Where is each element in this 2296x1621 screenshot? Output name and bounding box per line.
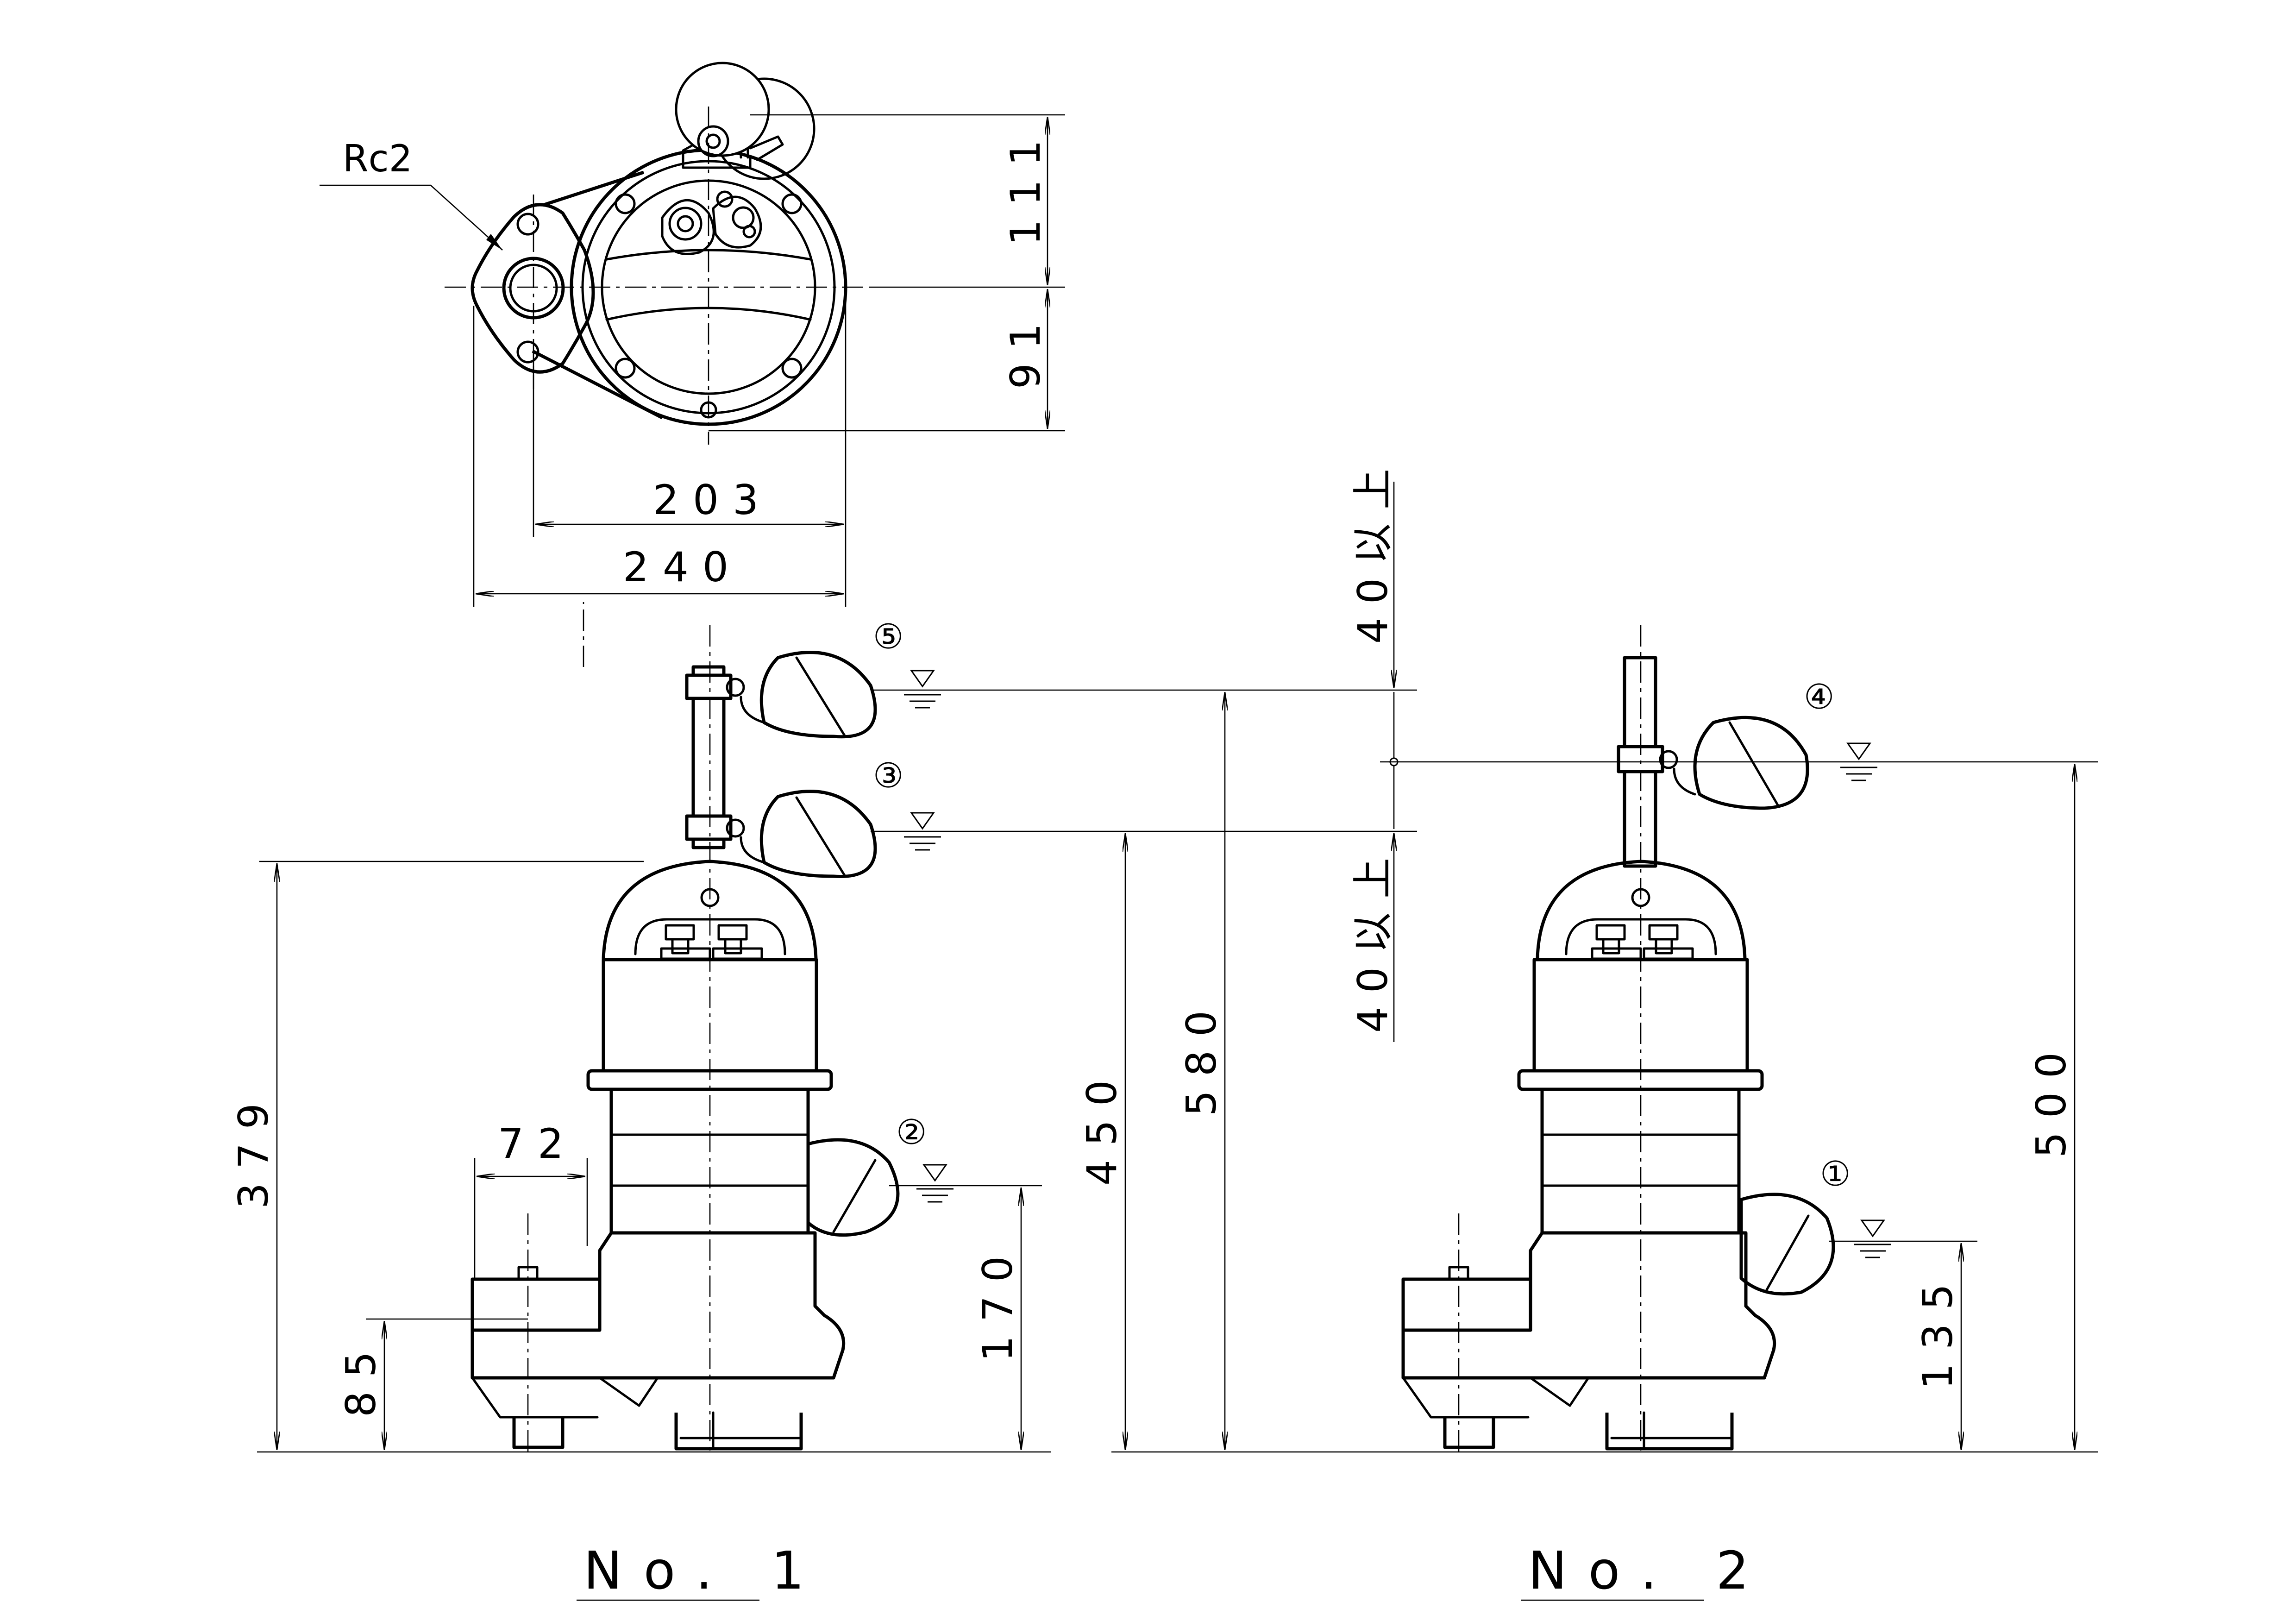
- level-mark-1: ①: [1820, 1154, 1851, 1194]
- dim-240: 240: [623, 543, 742, 591]
- terminal: [1648, 924, 1679, 941]
- top-view: 111 91 203 240 Rc2: [320, 62, 1065, 607]
- housing-bolt: [615, 193, 636, 214]
- title-no1: No. 1: [583, 1541, 826, 1601]
- pump-no2: [1401, 625, 1835, 1454]
- float-2: [806, 1138, 900, 1237]
- dim-135: 135: [1914, 1270, 1962, 1389]
- dim-85: 85: [337, 1338, 385, 1417]
- float-collar-upper: [685, 673, 733, 700]
- housing-bolt: [781, 193, 803, 214]
- discharge-outlet: [1401, 1277, 1532, 1332]
- clearance-label-upper: 40以上: [1349, 455, 1397, 644]
- float-collar-lower: [685, 814, 733, 841]
- thread-label-rc2: Rc2: [343, 137, 412, 180]
- level-mark-4: ④: [1804, 677, 1834, 717]
- float-front: [675, 62, 770, 157]
- clearance-label-lower: 40以上: [1349, 844, 1397, 1033]
- dim-450: 450: [1078, 1066, 1126, 1186]
- dim-72: 72: [498, 1120, 577, 1168]
- dim-91: 91: [1002, 309, 1049, 389]
- housing-bolt: [781, 358, 803, 379]
- flange-bolt-lower: [516, 340, 539, 364]
- volute: [1401, 1231, 1776, 1380]
- foot-left: [1443, 1417, 1495, 1449]
- dim-170: 170: [974, 1242, 1022, 1362]
- no1-dimensions: 379 85 72 170 450 580 ⑤ ③ ② No. 1: [230, 617, 1417, 1601]
- float-4: [1693, 716, 1809, 810]
- level-mark-5: ⑤: [873, 617, 903, 657]
- pump-no1: [470, 602, 900, 1454]
- dim-203: 203: [653, 476, 772, 524]
- outlet-flange: [470, 203, 595, 374]
- cable-gland-right: [712, 195, 762, 249]
- float-pole: [691, 665, 726, 849]
- terminal: [665, 924, 695, 941]
- cable-gland-left: [661, 199, 715, 255]
- discharge-outlet: [470, 1277, 602, 1332]
- title-no2: No. 2: [1528, 1541, 1770, 1601]
- volute: [470, 1231, 846, 1380]
- float-pole: [1623, 656, 1657, 868]
- no2-dimensions: 500 135 ④ ① No. 2: [1111, 677, 2098, 1601]
- foot-right: [1605, 1413, 1734, 1451]
- float-1: [1739, 1193, 1835, 1296]
- housing-bolt: [615, 358, 636, 379]
- dim-580: 580: [1178, 997, 1225, 1116]
- level-mark-2: ②: [896, 1112, 927, 1152]
- flange-bolt-upper: [516, 213, 539, 236]
- dim-379: 379: [230, 1089, 277, 1209]
- clearance-dimension: 40以上 40以上: [1349, 455, 1399, 1042]
- terminal: [1595, 924, 1626, 941]
- foot-left: [512, 1417, 565, 1449]
- level-mark-3: ③: [873, 756, 903, 796]
- dim-500: 500: [2027, 1038, 2075, 1158]
- terminal: [717, 924, 748, 941]
- foot-right: [674, 1413, 803, 1451]
- dim-111: 111: [1002, 126, 1049, 245]
